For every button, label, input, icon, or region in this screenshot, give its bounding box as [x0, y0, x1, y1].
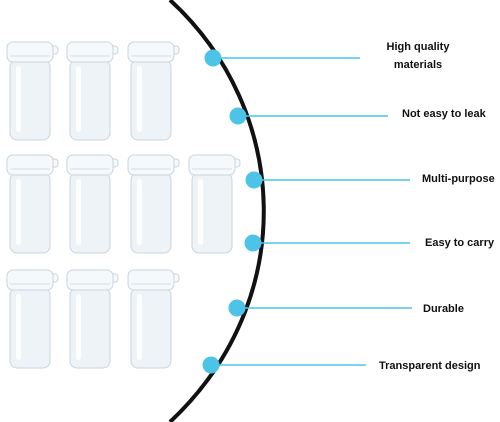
feature-label: Transparent design: [379, 360, 481, 372]
feature-label-line1: High quality: [386, 41, 450, 53]
connector-dot: [228, 299, 246, 317]
connector-dot: [229, 107, 247, 125]
feature-label: Durable: [423, 303, 464, 315]
vial-tube: [188, 154, 241, 254]
vial-tube: [127, 154, 180, 254]
feature-durable: Durable: [423, 300, 464, 318]
vial-tube: [66, 154, 119, 254]
tube-grid: [6, 41, 241, 369]
connector-dot: [244, 234, 262, 252]
vial-tube: [6, 154, 59, 254]
feature-connector: [228, 299, 412, 317]
vial-tube: [127, 269, 180, 369]
vial-tube: [6, 41, 59, 141]
feature-easy-to-carry: Easy to carry: [425, 234, 494, 252]
feature-label-line2: materials: [393, 59, 443, 71]
feature-connector: [245, 171, 410, 189]
feature-label: Multi-purpose: [422, 173, 495, 185]
connector-dot: [204, 49, 222, 67]
feature-label: Not easy to leak: [402, 108, 486, 120]
feature-connectors: [202, 49, 412, 374]
feature-transparent-design: Transparent design: [379, 357, 480, 375]
feature-label: Easy to carry: [425, 237, 495, 249]
feature-connector: [244, 234, 410, 252]
vial-tube: [6, 269, 59, 369]
vial-tube: [127, 41, 180, 141]
connector-dot: [202, 356, 220, 374]
vial-tube: [66, 269, 119, 369]
feature-multi-purpose: Multi-purpose: [422, 170, 495, 188]
vial-tube: [66, 41, 119, 141]
feature-high-quality-materials: High quality materials: [372, 38, 464, 74]
feature-connector: [202, 356, 366, 374]
feature-connector: [229, 107, 388, 125]
connector-dot: [245, 171, 263, 189]
feature-connector: [204, 49, 360, 67]
feature-not-easy-to-leak: Not easy to leak: [402, 105, 486, 123]
